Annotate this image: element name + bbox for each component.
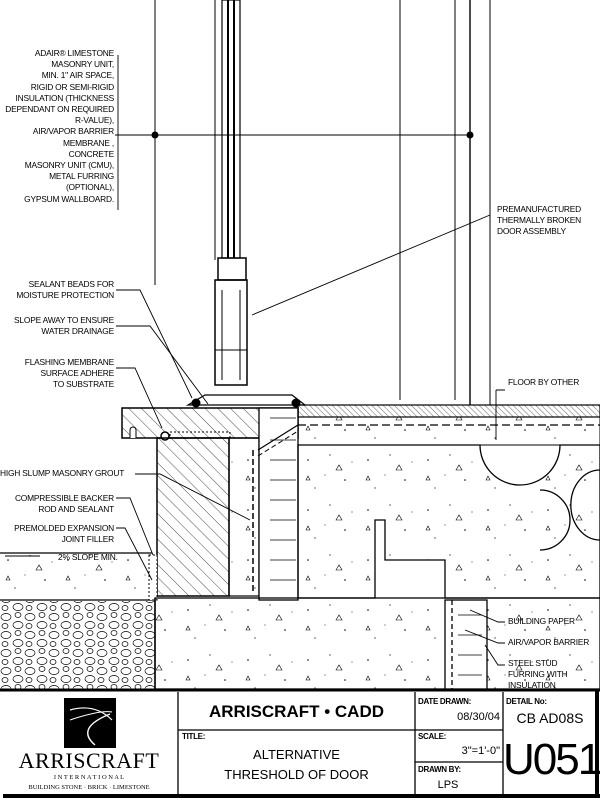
slope-away-note: SLOPE AWAY TO ENSURE WATER DRAINAGE xyxy=(14,315,114,337)
ground xyxy=(0,552,600,690)
grout-note: HIGH SLUMP MASONRY GROUT xyxy=(0,468,125,478)
date-label: DATE DRAWN: xyxy=(418,697,471,706)
masonry-block xyxy=(156,437,260,597)
logo-sub: I N T E R N A T I O N A L xyxy=(53,774,125,781)
door-frame xyxy=(214,0,248,386)
logo-name: ARRISCRAFT xyxy=(18,748,160,773)
detail-label: DETAIL No: xyxy=(506,697,547,706)
steel-stud-furring xyxy=(444,599,488,690)
backer-rod-note: COMPRESSIBLE BACKER ROD AND SEALANT xyxy=(14,493,114,515)
drawn-by-label: DRAWN BY: xyxy=(418,765,461,774)
wall-above xyxy=(115,0,491,405)
drawn-by-value: LPS xyxy=(437,779,459,791)
title-label: TITLE: xyxy=(182,732,206,741)
wall-assembly-note: ADAIR® LIMESTONE MASONRY UNIT, MIN. 1" A… xyxy=(5,48,114,204)
stud-wall xyxy=(257,407,299,601)
steel-stud-note: STEEL STUD FURRING WITH INSULATION xyxy=(508,658,568,691)
arriscraft-logo xyxy=(64,698,116,748)
air-vapor-barrier-note: AIR/VAPOR BARRIER xyxy=(508,637,590,647)
door-assembly-note: PREMANUFACTURED THERMALLY BROKEN DOOR AS… xyxy=(497,204,582,237)
sheet-border xyxy=(0,688,600,798)
floor-note: FLOOR BY OTHER xyxy=(508,377,580,387)
scale-label: SCALE: xyxy=(418,732,446,741)
drawing-title: ALTERNATIVE THRESHOLD OF DOOR xyxy=(224,747,369,782)
company-name: ARRISCRAFT • CADD xyxy=(209,702,384,721)
slope-min-note: 2% SLOPE MIN. xyxy=(58,552,118,562)
leader-lines xyxy=(5,55,505,666)
detail-number: U051 xyxy=(503,735,600,784)
logo-tagline: BUILDING STONE · BRICK · LIMESTONE xyxy=(28,784,150,791)
date-value: 08/30/04 xyxy=(457,711,500,723)
expansion-joint-note: PREMOLDED EXPANSION JOINT FILLER xyxy=(14,523,114,545)
detail-code: CB AD08S xyxy=(516,710,584,726)
floor-slab xyxy=(297,404,600,599)
flashing-membrane-note: FLASHING MEMBRANE SURFACE ADHERE TO SUBS… xyxy=(24,357,114,390)
building-paper-note: BUILDING PAPER xyxy=(508,616,575,626)
sealant-beads-note: SEALANT BEADS FOR MOISTURE PROTECTION xyxy=(16,279,114,301)
scale-value: 3"=1'-0" xyxy=(461,745,500,757)
